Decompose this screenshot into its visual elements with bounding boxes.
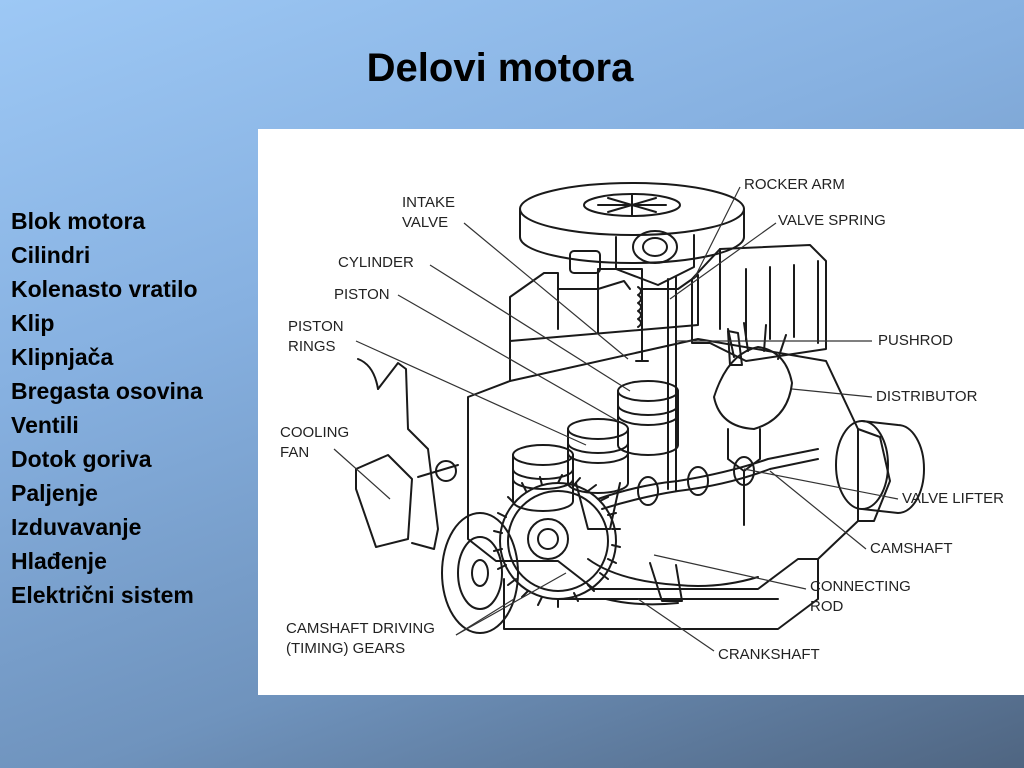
label-valve-lifter: VALVE LIFTER xyxy=(902,490,1004,507)
engine-illustration: INTAKE VALVE ROCKER ARM VALVE SPRING CYL… xyxy=(280,176,1004,663)
cylinder-head xyxy=(467,268,699,470)
list-item: Ventili xyxy=(11,412,79,438)
label-intake-valve: INTAKE VALVE xyxy=(402,194,459,231)
label-camshaft-driving-gears: CAMSHAFT DRIVING (TIMING) GEARS xyxy=(286,620,439,657)
list-item: Izduvavanje xyxy=(11,514,142,540)
label-valve-spring: VALVE SPRING xyxy=(778,212,886,229)
camshaft-shaft xyxy=(597,448,819,510)
label-cooling-fan: COOLING FAN xyxy=(280,424,353,461)
list-item: Dotok goriva xyxy=(11,446,152,472)
part-labels: INTAKE VALVE ROCKER ARM VALVE SPRING CYL… xyxy=(280,176,1004,663)
leader-lines xyxy=(333,186,899,652)
piston-3 xyxy=(512,444,574,512)
list-item: Blok motora xyxy=(11,208,146,234)
air-cleaner xyxy=(519,182,745,264)
oil-filler-cap xyxy=(569,230,695,286)
cooling-fan xyxy=(355,358,459,550)
list-item: Klipnjača xyxy=(11,344,114,370)
valve-train xyxy=(597,276,743,492)
label-piston-rings: PISTON RINGS xyxy=(288,318,348,355)
crankshaft-shaft xyxy=(587,558,759,606)
list-item: Hlađenje xyxy=(11,548,107,574)
oil-filter xyxy=(835,420,925,514)
label-rocker-arm: ROCKER ARM xyxy=(744,176,845,193)
label-pushrod: PUSHROD xyxy=(878,332,953,349)
list-item: Bregasta osovina xyxy=(11,378,203,404)
label-piston: PISTON xyxy=(334,286,390,303)
label-camshaft: CAMSHAFT xyxy=(870,540,953,557)
list-item: Cilindri xyxy=(11,242,91,268)
valve-cover xyxy=(691,244,827,362)
label-crankshaft: CRANKSHAFT xyxy=(718,646,820,663)
list-item: Kolenasto vratilo xyxy=(11,276,198,302)
list-item: Paljenje xyxy=(11,480,98,506)
slide-title: Delovi motora xyxy=(366,46,634,90)
engine-parts-list: Blok motora Cilindri Kolenasto vratilo K… xyxy=(11,204,203,612)
label-distributor: DISTRIBUTOR xyxy=(876,388,978,405)
list-item: Električni sistem xyxy=(11,582,194,608)
label-connecting-rod: CONNECTING ROD xyxy=(810,578,915,615)
label-cylinder: CYLINDER xyxy=(338,254,414,271)
crank-pulley xyxy=(441,512,519,634)
engine-diagram: INTAKE VALVE ROCKER ARM VALVE SPRING CYL… xyxy=(258,129,1024,695)
distributor-assembly xyxy=(713,322,793,526)
engine-block xyxy=(467,338,891,630)
timing-gear xyxy=(493,474,621,608)
list-item: Klip xyxy=(11,310,55,336)
